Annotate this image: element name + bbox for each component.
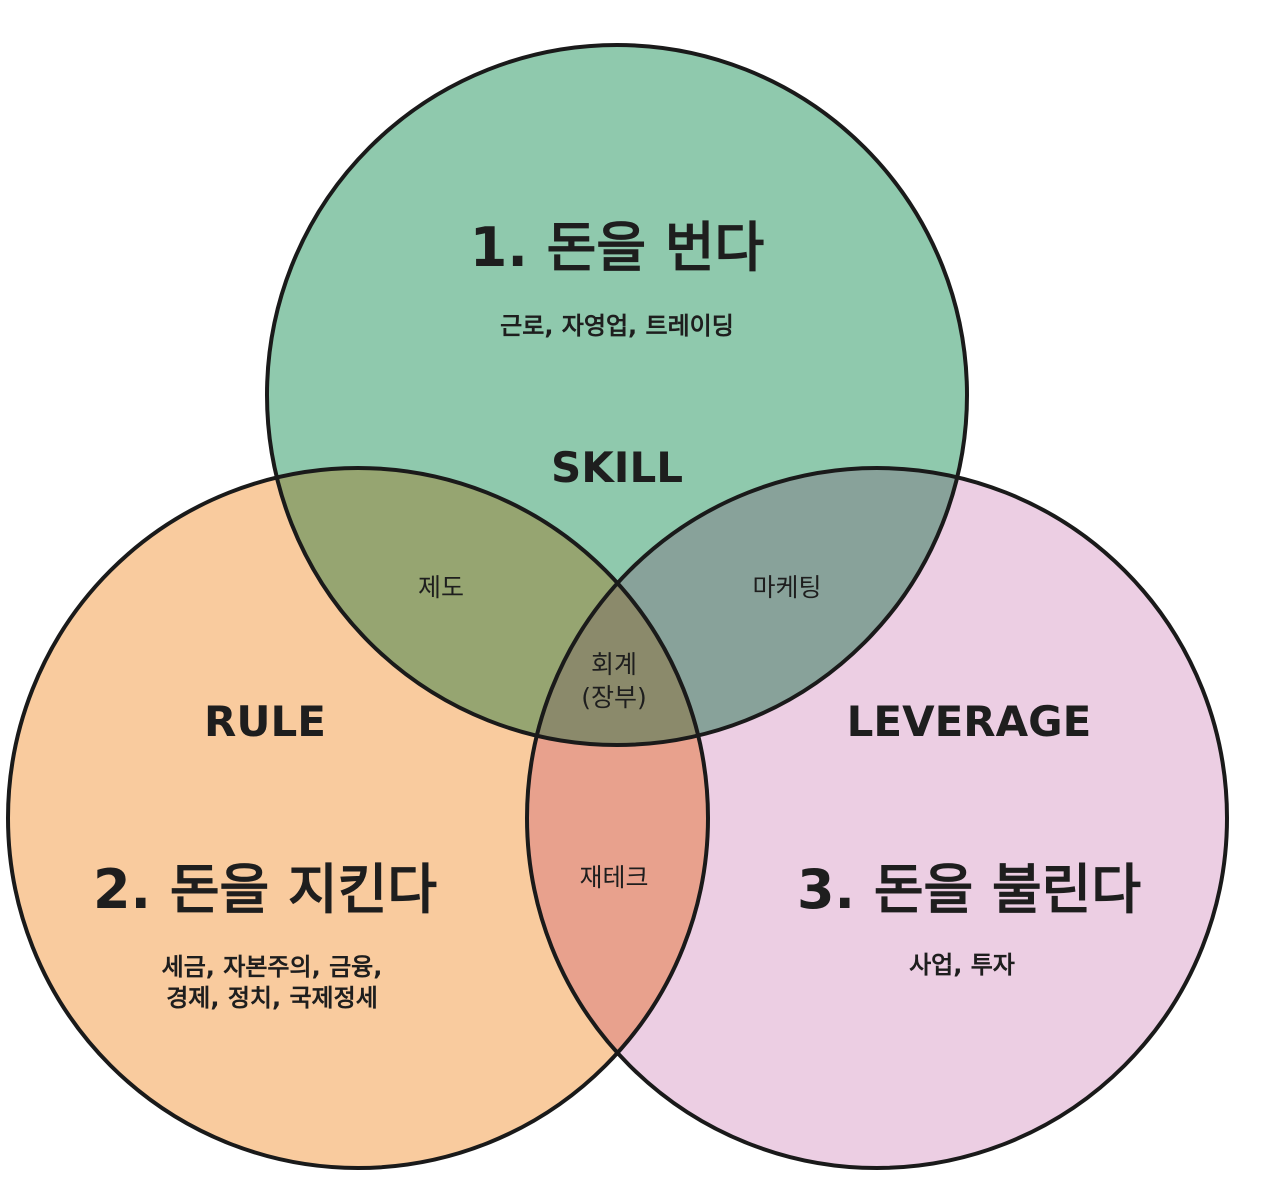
skill-rule-label: 제도: [418, 573, 464, 602]
skill-leverage-overlap: [527, 468, 967, 745]
rule-items-line2: 경제, 정치, 국제정세: [166, 984, 378, 1012]
skill-outline: [265, 43, 969, 747]
rule-outline: [6, 466, 710, 1170]
rule-role: RULE: [204, 697, 326, 746]
center-label-line1: 회계: [591, 650, 637, 679]
skill-items: 근로, 자영업, 트레이딩: [500, 312, 734, 340]
skill-role: SKILL: [551, 443, 683, 492]
skill-leverage-label: 마케팅: [752, 573, 821, 602]
leverage-items: 사업, 투자: [909, 951, 1015, 979]
leverage-title: 3. 돈을 불린다: [797, 858, 1141, 921]
rule-title: 2. 돈을 지킨다: [93, 858, 437, 921]
skill-rule-overlap: [267, 468, 708, 745]
rule-items-line1: 세금, 자본주의, 금융,: [162, 953, 383, 981]
leverage-role: LEVERAGE: [847, 697, 1092, 746]
skill-title: 1. 돈을 번다: [470, 216, 765, 279]
rule-leverage-label: 재테크: [579, 863, 648, 892]
center-label-line2: (장부): [581, 683, 647, 712]
leverage-outline: [525, 466, 1229, 1170]
